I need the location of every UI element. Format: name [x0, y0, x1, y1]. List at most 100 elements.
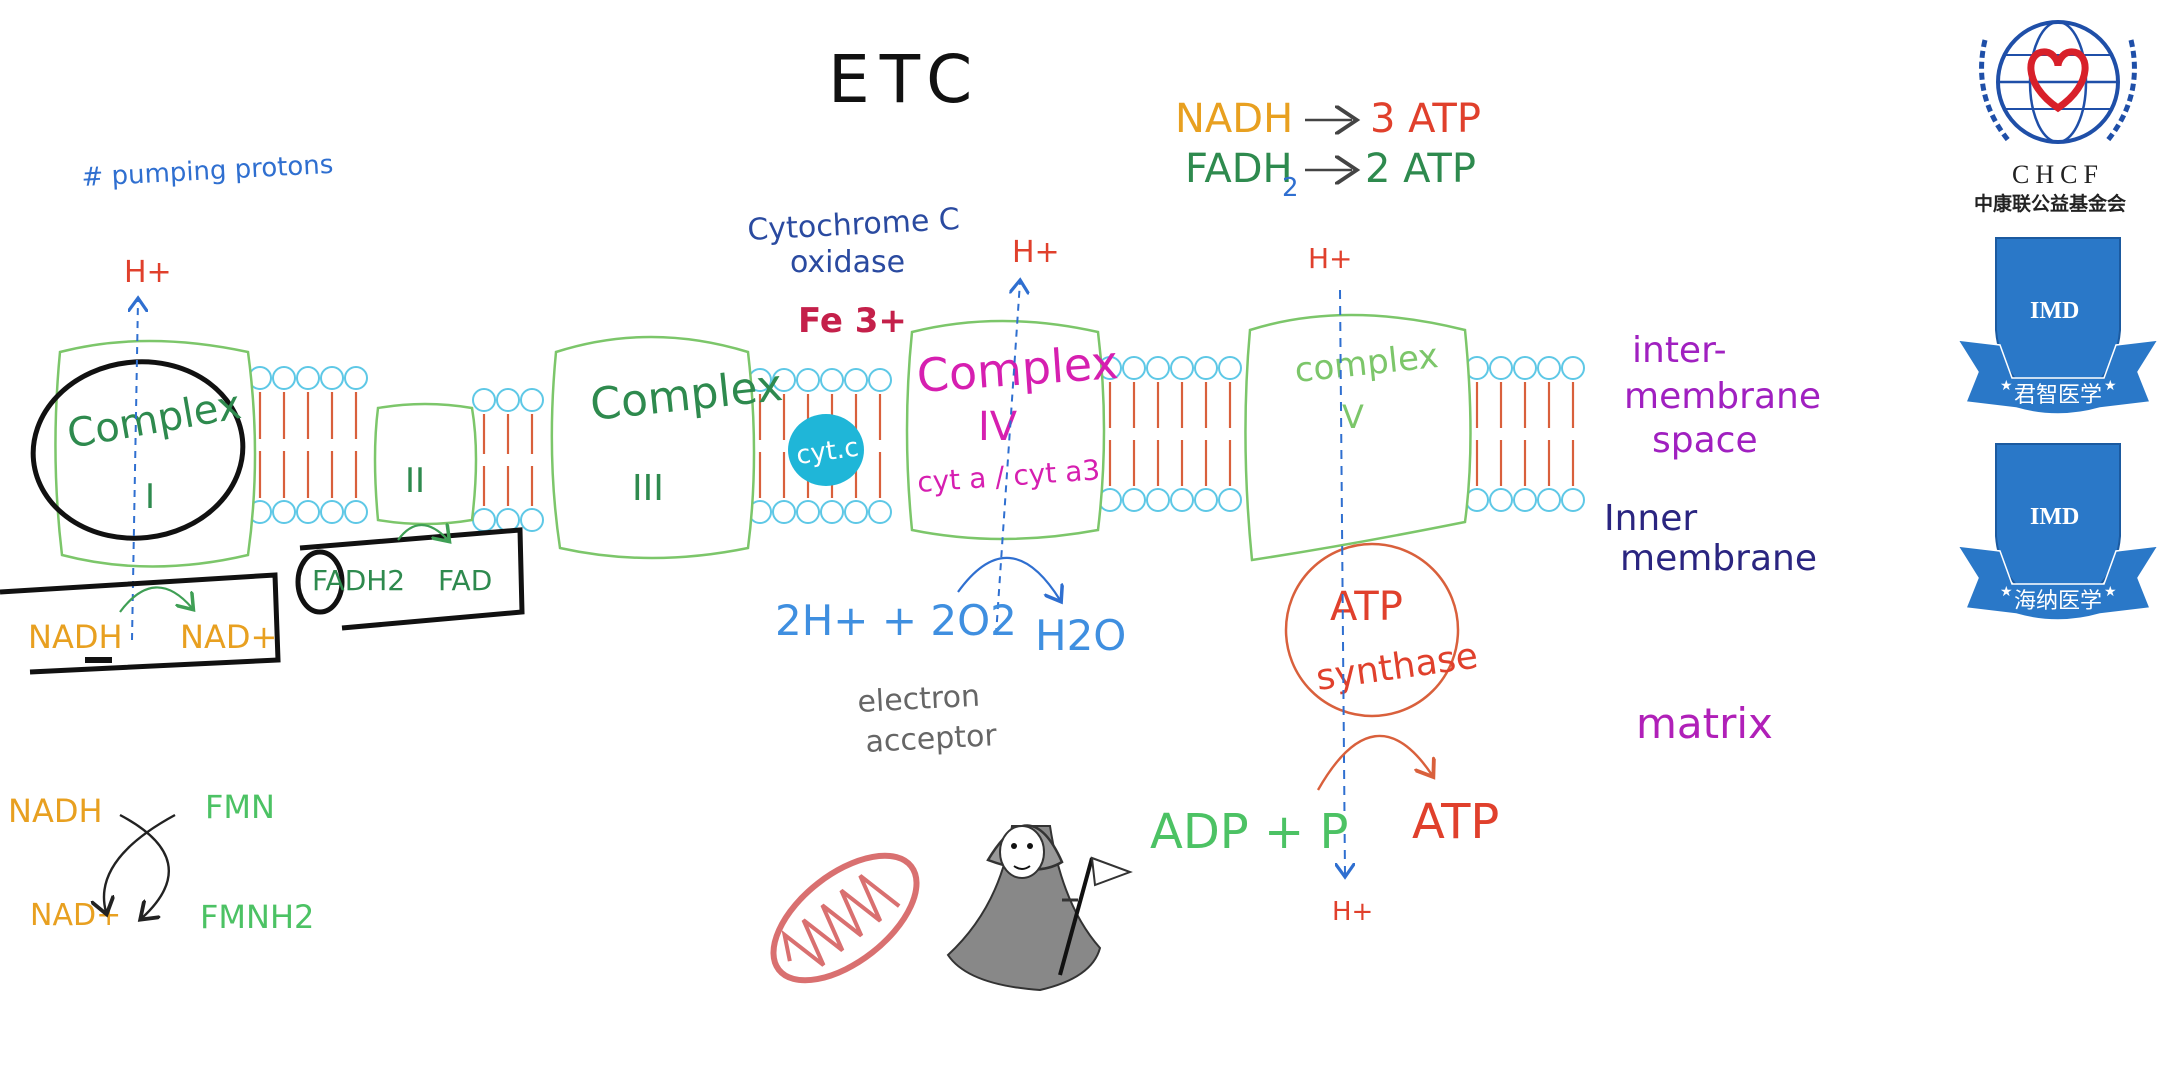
pumping-protons-note: # pumping protons — [81, 150, 334, 193]
star-icon: ★ — [2104, 584, 2117, 600]
atp-production: ADP + P ATP — [1150, 734, 1499, 860]
fmn-cycle-nadh: NADH — [8, 792, 103, 830]
proton-label-complex-iv: H+ — [1012, 235, 1060, 270]
lipid-head — [844, 368, 868, 392]
complex-i-reaction: NADH NAD+ — [0, 572, 281, 675]
complex-i-nadh: NADH — [28, 618, 123, 656]
lipid-head — [472, 388, 496, 412]
complex-i-body — [54, 339, 257, 568]
lipid-head — [520, 508, 544, 532]
lipid-head — [820, 368, 844, 392]
imd-logo-2: IMD 海纳医学 ★ ★ — [1956, 443, 2160, 621]
complex-i-number: I — [145, 477, 155, 517]
fmn-cycle-arrow-2 — [104, 813, 176, 912]
fmn-cycle-fmnh2: FMNH2 — [200, 898, 314, 936]
atp-synthase-label-1: ATP — [1330, 584, 1403, 630]
intermembrane-line3: space — [1652, 420, 1758, 461]
complex-iv-body — [905, 319, 1106, 541]
proton-flows: H+ H+ H+ H+ — [124, 235, 1373, 927]
proton-label-complex-i: H+ — [124, 255, 172, 290]
complex-ii-reaction-box — [299, 527, 525, 631]
cytochrome-oxidase-line2: oxidase — [790, 245, 905, 280]
mitochondrion-illustration — [770, 852, 920, 984]
cytochrome-oxidase-line1: Cytochrome C — [747, 202, 961, 248]
chcf-full-name: 中康联公益基金会 — [1974, 192, 2126, 215]
lipid-head — [844, 500, 868, 524]
lipid-head — [1513, 356, 1537, 380]
lipid-head — [1513, 488, 1537, 512]
lipid-head — [772, 500, 796, 524]
inner-membrane-line2: membrane — [1620, 538, 1817, 579]
lipid-head — [1170, 356, 1194, 380]
lipid-head — [1489, 488, 1513, 512]
lipid-head — [520, 388, 544, 412]
lipid-head — [496, 508, 520, 532]
imd-logo-1: IMD 君智医学 ★ ★ — [1956, 237, 2160, 415]
complex-i-highlight-circle — [30, 359, 246, 541]
chcf-logo: CHCF 中康联公益基金会 — [1974, 20, 2137, 215]
inner-membrane-line1: Inner — [1604, 498, 1697, 539]
fmn-cycle-arrow-1 — [119, 813, 170, 918]
chcf-heart — [2027, 48, 2089, 113]
lipid-head — [344, 366, 368, 390]
proton-path-complex-iv — [995, 282, 1020, 636]
imd-2-ribbon-text: 海纳医学 — [2014, 589, 2102, 614]
complex-ii-body — [373, 402, 478, 526]
lipid-head — [772, 368, 796, 392]
lipid-head — [1146, 356, 1170, 380]
oxygen-to-water-arrow — [957, 556, 1060, 600]
proton-label-complex-v-bottom: H+ — [1332, 897, 1373, 927]
oxygen-reduction: 2H+ + 2O2 H2O electron acceptor — [775, 556, 1126, 760]
atp-synthase-head — [1284, 542, 1460, 718]
lipid-head — [1218, 356, 1242, 380]
complex-i-reaction-box — [0, 572, 281, 675]
lipid-head — [796, 500, 820, 524]
lipid-head — [320, 366, 344, 390]
intermembrane-line1: inter- — [1632, 330, 1727, 371]
fadh-sub: 2 — [1282, 173, 1299, 203]
oxygen-reactants: 2H+ + 2O2 — [775, 596, 1017, 645]
lipid-head — [320, 500, 344, 524]
electron-acceptor-line1: electron — [857, 679, 981, 720]
complex-ii: II — [373, 402, 478, 526]
sponsor-logos: CHCF 中康联公益基金会 IMD 君智医学 ★ ★ IMD 海纳医学 ★ ★ — [1956, 20, 2160, 621]
lipid-head — [472, 508, 496, 532]
region-labels: inter- membrane space Inner membrane mat… — [1604, 330, 1821, 748]
lipid-head — [496, 388, 520, 412]
complex-ii-fadh2: FADH2 — [312, 564, 405, 597]
lipid-head — [1489, 356, 1513, 380]
lipid-head — [820, 500, 844, 524]
lipid-head — [344, 500, 368, 524]
fadh-yield: 2 ATP — [1365, 146, 1476, 192]
lipid-head — [1537, 356, 1561, 380]
star-icon: ★ — [2000, 584, 2013, 600]
lipid-head — [1561, 356, 1585, 380]
fmn-cycle: NADH FMN NAD+ FMNH2 — [8, 788, 314, 936]
nadh-to-nad-arrow — [119, 586, 192, 613]
proton-path-complex-v — [1340, 289, 1345, 875]
lipid-head — [1122, 356, 1146, 380]
reaper-character — [946, 824, 1133, 992]
fadh2-circle — [295, 549, 345, 615]
fe3-label: Fe 3+ — [798, 301, 907, 341]
star-icon: ★ — [2000, 378, 2013, 394]
proton-label-complex-v-top: H+ — [1308, 242, 1353, 275]
star-icon: ★ — [2104, 378, 2117, 394]
lipid-head — [1537, 488, 1561, 512]
complex-ii-reaction: FADH2 FAD — [295, 525, 525, 631]
complex-v: complex V ATP synthase — [1244, 313, 1480, 718]
fadh2-to-fad-arrow — [397, 525, 448, 540]
lipid-head — [1170, 488, 1194, 512]
cytochrome-c: cyt.c — [788, 414, 864, 486]
fmn-cycle-nad: NAD+ — [30, 898, 121, 933]
atp-product: ATP — [1412, 794, 1499, 850]
cyt-c-body — [788, 414, 864, 486]
lipid-head — [796, 368, 820, 392]
page-title: ETC — [828, 41, 982, 118]
lipid-head — [1561, 488, 1585, 512]
complex-v-body — [1244, 313, 1472, 562]
adp-to-atp-arrow — [1316, 734, 1432, 791]
imd-1-ribbon-text: 君智医学 — [2014, 383, 2102, 408]
complex-iii-body — [550, 335, 756, 560]
